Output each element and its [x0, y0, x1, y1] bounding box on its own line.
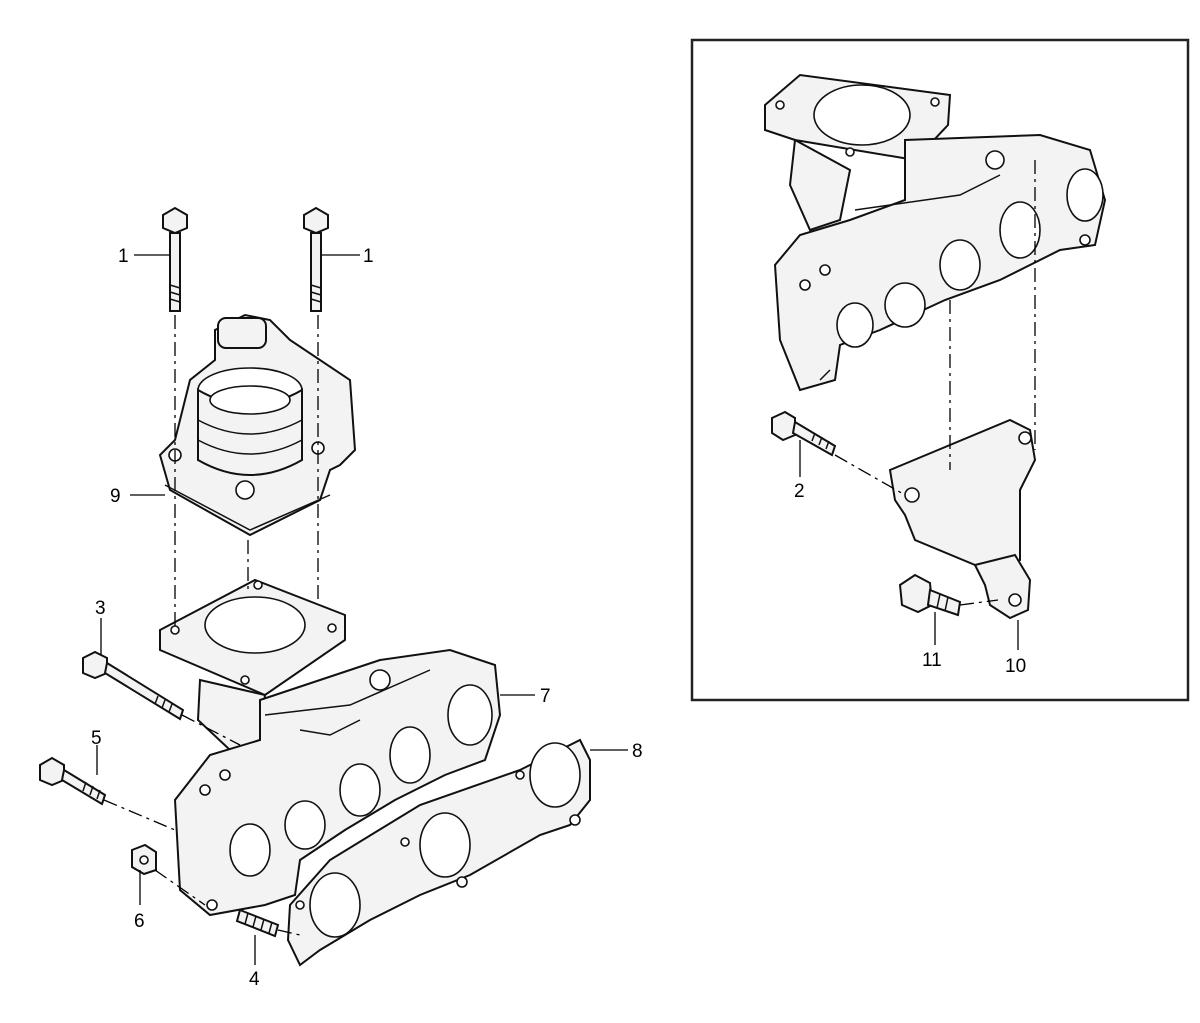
bolt-11 [898, 573, 962, 617]
callout-1-left: 1 [118, 246, 129, 267]
bolt-1-left [162, 206, 188, 312]
callout-4: 4 [249, 969, 260, 990]
callout-8: 8 [632, 741, 643, 762]
bolt-2 [771, 410, 837, 457]
callout-7: 7 [540, 686, 551, 707]
bolt-1-right [303, 206, 329, 312]
callout-6: 6 [134, 911, 145, 932]
nut-6 [131, 843, 157, 876]
inset-frame [690, 38, 1190, 702]
callout-1-right: 1 [363, 246, 374, 267]
callout-11: 11 [922, 650, 942, 671]
callout-3: 3 [95, 598, 106, 619]
stud-4 [235, 908, 280, 938]
bracket-10 [888, 418, 1037, 620]
callout-2: 2 [794, 481, 805, 502]
callout-9: 9 [110, 486, 121, 507]
callout-5: 5 [91, 728, 102, 749]
bolt-3 [82, 650, 185, 721]
intake-manifold-7 [159, 578, 502, 917]
gasket-8 [286, 738, 591, 967]
throttle-body-9 [158, 313, 357, 537]
callout-10: 10 [1005, 656, 1026, 677]
bolt-5 [39, 756, 107, 806]
inset-intake-manifold [764, 73, 1107, 392]
